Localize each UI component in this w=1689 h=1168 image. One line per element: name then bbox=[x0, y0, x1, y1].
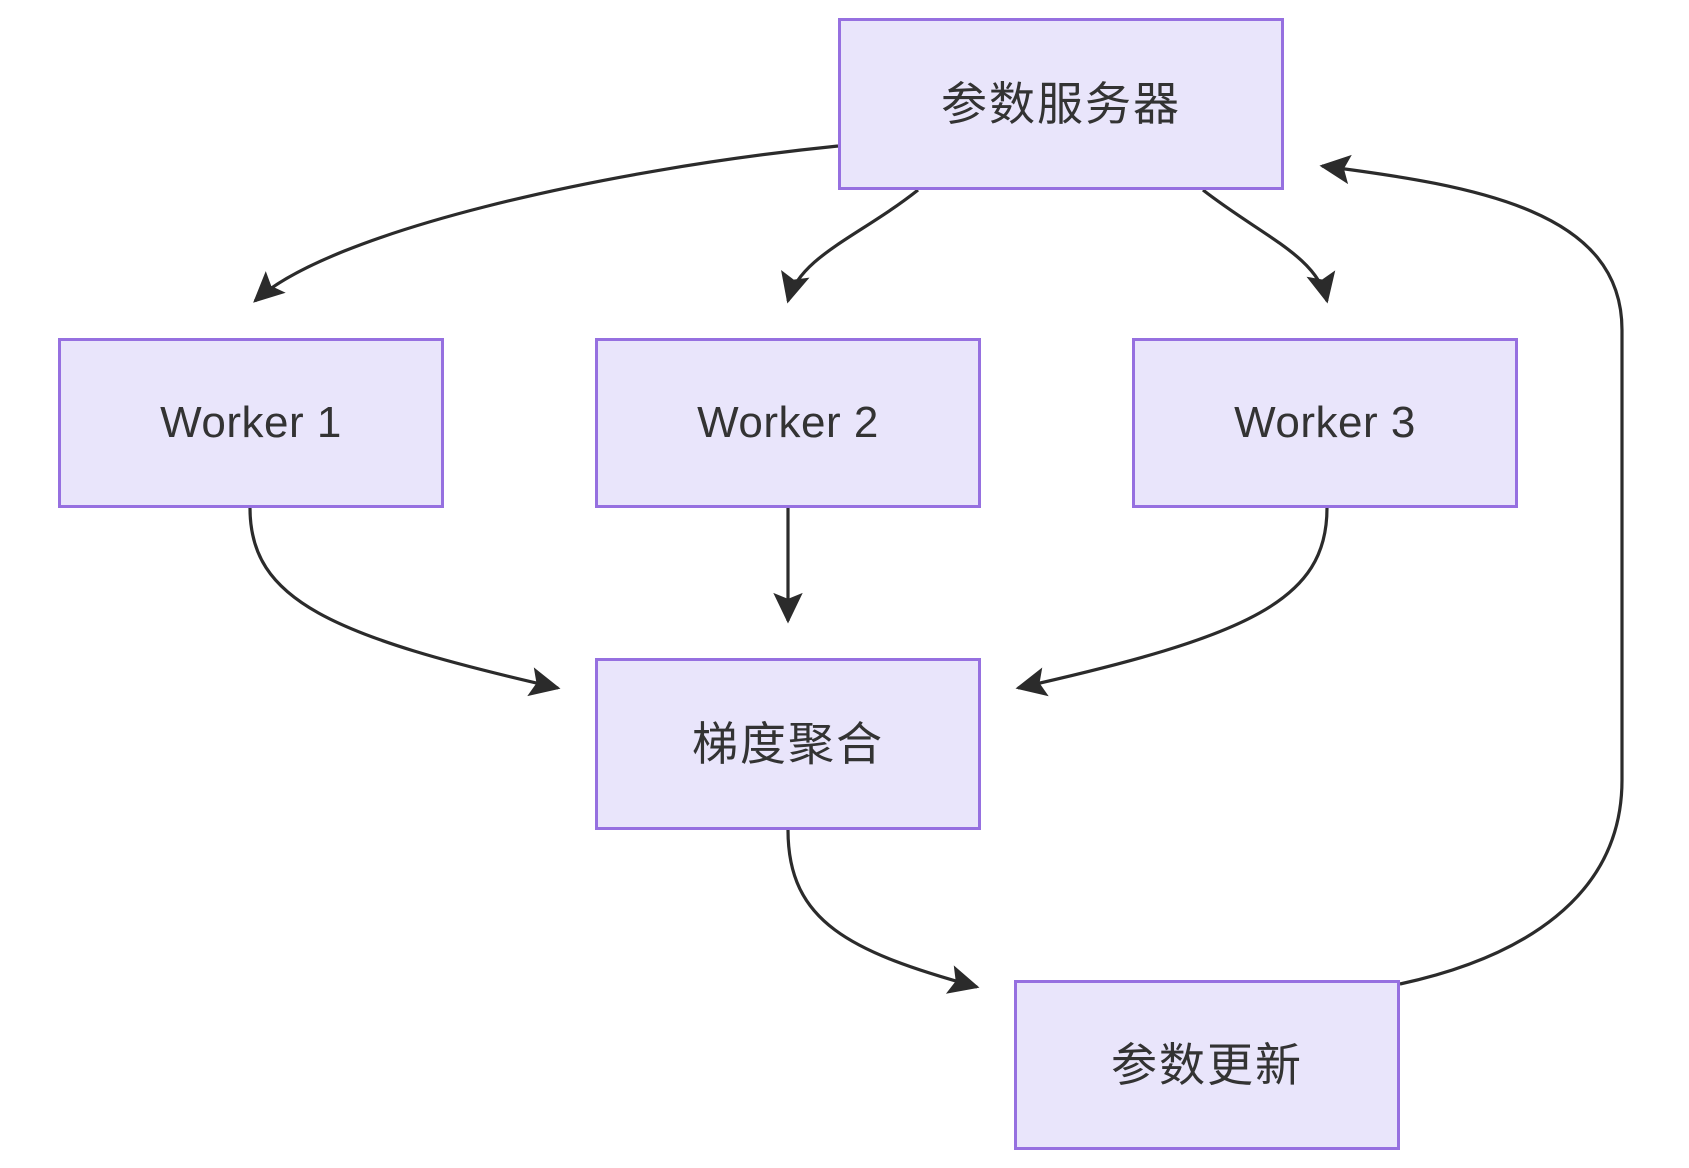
edge-ps-to-worker1 bbox=[253, 144, 839, 303]
node-label-worker-2: Worker 2 bbox=[697, 397, 879, 447]
edge-ps-to-worker2 bbox=[781, 188, 919, 304]
edge-ps-to-worker3 bbox=[1202, 188, 1336, 304]
node-parameter-update[interactable]: 参数更新 bbox=[1014, 980, 1400, 1150]
node-worker-3[interactable]: Worker 3 bbox=[1132, 338, 1518, 508]
node-gradient-aggregation[interactable]: 梯度聚合 bbox=[595, 658, 981, 830]
node-label-worker-3: Worker 3 bbox=[1234, 397, 1416, 447]
node-label-gradient-aggregation: 梯度聚合 bbox=[692, 717, 884, 770]
node-worker-1[interactable]: Worker 1 bbox=[58, 338, 444, 508]
edge-worker3-to-agg bbox=[1015, 507, 1329, 697]
node-label-parameter-server: 参数服务器 bbox=[941, 77, 1181, 130]
edge-agg-to-update bbox=[786, 829, 980, 994]
node-label-worker-1: Worker 1 bbox=[160, 397, 342, 447]
edge-worker1-to-agg bbox=[248, 507, 561, 697]
node-label-parameter-update: 参数更新 bbox=[1111, 1038, 1303, 1091]
node-parameter-server[interactable]: 参数服务器 bbox=[838, 18, 1284, 190]
edge-update-to-ps bbox=[1319, 154, 1624, 986]
node-worker-2[interactable]: Worker 2 bbox=[595, 338, 981, 508]
